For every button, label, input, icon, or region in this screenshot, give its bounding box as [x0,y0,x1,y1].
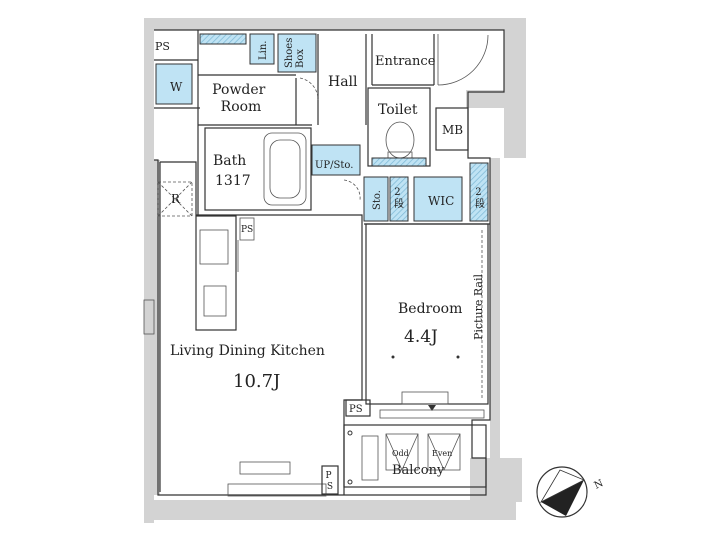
exterior-walls [144,18,526,523]
shoes-box-line1: Shoes [284,38,295,68]
step-left-line2: 段 [394,197,404,210]
ps-bottom-line1: P [326,471,332,481]
bath-size-label: 1317 [215,173,251,189]
room-labels: PS W Powder Room Lin. Shoes Box Hall Ent… [155,34,485,492]
toilet-label: Toilet [378,102,418,118]
hall-label: Hall [328,74,358,90]
picture-rail-label: Picture Rail [472,274,485,340]
powder-room-line2: Room [221,99,262,115]
shoes-box-line2: Box [295,49,306,68]
step-left-label: 2 段 [394,187,404,210]
ps-bottom-label: P S [326,471,335,492]
step-right-line2: 段 [475,197,485,210]
r-label: R [171,192,181,206]
wic-label: WIC [428,194,454,208]
step-left-line1: 2 [394,187,400,198]
powder-room-label: Powder Room [212,82,270,115]
powder-room-line1: Powder [212,82,266,98]
bedroom-label: Bedroom [398,301,462,317]
up-sto-label: UP/Sto. [315,160,353,171]
mb-label: MB [442,123,463,137]
step-right-label: 2 段 [475,187,485,210]
bedroom-size-label: 4.4J [404,327,438,347]
step-right-line1: 2 [475,187,481,198]
lin-label: Lin. [258,41,269,60]
ps-top-label: PS [155,40,170,53]
ps-bottom-line2: S [327,482,333,492]
ps-middle-label: PS [349,404,363,415]
ps-kitchen-label: PS [241,225,253,235]
odd-label: Odd [392,449,409,458]
ldk-label: Living Dining Kitchen [170,343,325,359]
sto-label: Sto. [372,190,383,210]
balcony-label: Balcony [392,463,445,478]
entrance-label: Entrance [375,54,436,69]
shoes-box-label: Shoes Box [284,34,306,68]
even-label: Even [432,449,452,458]
compass: N [536,466,606,518]
compass-north-label: N [593,478,606,492]
interior-lines [143,29,505,497]
w-label: W [170,80,183,94]
bath-label: Bath [213,153,246,169]
ldk-size-label: 10.7J [233,371,280,392]
